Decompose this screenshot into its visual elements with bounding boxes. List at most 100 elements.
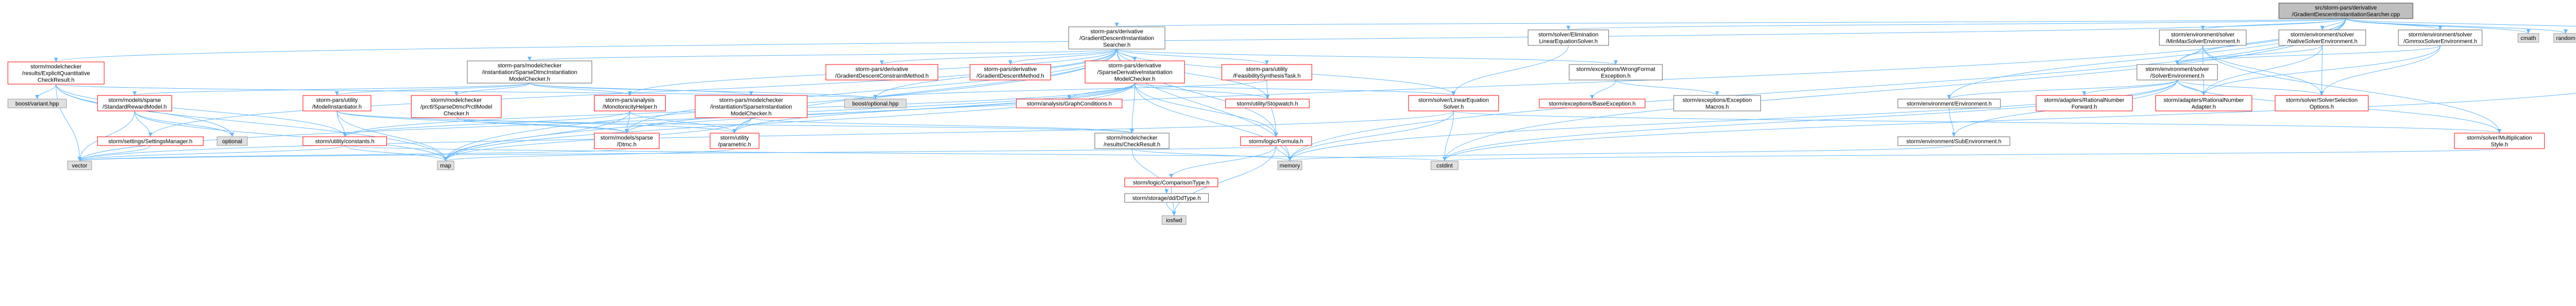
graph-node-checkresult[interactable]: storm/modelchecker/results/CheckResult.h <box>1094 133 1170 149</box>
node-box <box>1897 99 2001 108</box>
graph-node-comparisontype[interactable]: storm/logic/ComparisonType.h <box>1124 178 1218 187</box>
graph-node-ddtype[interactable]: storm/storage/dd/DdType.h <box>1124 193 1209 203</box>
node-label: /GradientDescentConstraintMethod.h <box>835 73 929 79</box>
edge-formulah-to-memory <box>1276 145 1292 162</box>
node-label: /GradientDescentInstantiation <box>1079 36 1154 42</box>
graph-node-sparseinst[interactable]: storm-pars/modelchecker/instantiation/Sp… <box>694 95 808 118</box>
graph-node-stopwatch[interactable]: storm/utility/Stopwatch.h <box>1225 99 1310 108</box>
graph-node-baseexc[interactable]: storm/exceptions/BaseException.h <box>1539 99 1646 108</box>
node-box <box>1539 99 1646 108</box>
node-box <box>1897 136 2010 146</box>
graph-node-native[interactable]: storm/environment/solver/NativeSolverEnv… <box>2278 29 2366 46</box>
node-box <box>2036 95 2133 111</box>
node-label: storm/utility <box>720 135 749 141</box>
graph-node-sparsereward[interactable]: storm/models/sparse/StandardRewardModel.… <box>97 95 172 111</box>
graph-node-variant[interactable]: boost/variant.hpp <box>7 99 67 108</box>
node-label: storm/analysis/GraphConditions.h <box>1027 101 1112 107</box>
node-label: iosfwd <box>1166 218 1182 224</box>
node-label: random <box>2556 36 2575 42</box>
graph-node-cmath[interactable]: cmath <box>2517 33 2539 43</box>
edge-probdtmc-to-dtmch <box>456 117 629 134</box>
node-box <box>2278 29 2366 46</box>
node-label: storm/environment/solver <box>2409 32 2472 38</box>
node-box <box>1569 64 1663 80</box>
edge-gdis-to-stopwatch <box>1116 49 1269 100</box>
node-label: storm/environment/Environment.h <box>1907 101 1992 107</box>
graph-node-gdmethod[interactable]: storm-pars/derivative/GradientDescentMet… <box>970 64 1051 80</box>
graph-node-elim[interactable]: storm/solver/EliminationLinearEquationSo… <box>1528 29 1609 46</box>
edge-checkresult-to-memory <box>1131 148 1292 162</box>
node-label: storm-pars/analysis <box>605 98 655 104</box>
graph-node-envh[interactable]: storm/environment/Environment.h <box>1897 99 2001 108</box>
graph-node-random[interactable]: random <box>2553 33 2576 43</box>
graph-node-feasibility[interactable]: storm-pars/utility/FeasibilitySynthesisT… <box>1222 64 1312 80</box>
edge-root-to-gensettings <box>2345 18 2576 27</box>
edge-gmm-to-rationaladapter <box>2201 45 2441 96</box>
graph-node-dtmch[interactable]: storm/models/sparse/Dtmc.h <box>594 133 659 149</box>
node-label: storm/solver/SolverSelection <box>2286 98 2358 104</box>
graph-node-minmax[interactable]: storm/environment/solver/MinMaxSolverEnv… <box>2159 29 2247 46</box>
graph-node-constants[interactable]: storm/utility/constants.h <box>302 136 387 146</box>
graph-node-explicitquant[interactable]: storm/modelchecker/results/ExplicitQuant… <box>7 61 105 85</box>
graph-node-graphconds[interactable]: storm/analysis/GraphConditions.h <box>1016 99 1123 108</box>
node-label: /GradientDescentInstantiationSearcher.cp… <box>2292 12 2400 18</box>
node-box <box>1094 133 1170 149</box>
node-box <box>2454 133 2545 149</box>
node-label: storm/exceptions/Exception <box>1683 98 1752 104</box>
node-label: boost/optional.hpp <box>852 101 899 107</box>
edge-minmax-to-multstyle <box>2202 45 2502 134</box>
graph-node-formulah[interactable]: storm/logic/Formula.h <box>1240 136 1312 146</box>
node-label: Macros.h <box>1705 104 1728 110</box>
graph-node-gdis[interactable]: storm-pars/derivative/GradientDescentIns… <box>1068 26 1165 50</box>
graph-node-root[interactable]: src/storm-pars/derivative/GradientDescen… <box>2278 3 2413 19</box>
node-label: storm-pars/derivative <box>984 67 1037 73</box>
node-box <box>216 136 248 146</box>
graph-node-modelinst[interactable]: storm-pars/utility/ModelInstantiator.h <box>302 95 371 111</box>
node-label: /MinMaxSolverEnvironment.h <box>2166 39 2240 45</box>
graph-node-optionalhpp[interactable]: boost/optional.hpp <box>844 99 907 108</box>
edge-native-to-solverenv <box>2175 45 2323 65</box>
node-box <box>1225 99 1310 108</box>
graph-node-map[interactable]: map <box>437 160 454 170</box>
node-box <box>594 133 659 149</box>
node-box <box>1673 95 1761 111</box>
edge-monotonicity-to-parametric <box>630 110 737 134</box>
node-label: /ModelInstantiator.h <box>312 104 362 110</box>
graph-node-parametric[interactable]: storm/utility/parametric.h <box>709 133 759 149</box>
node-label: storm-pars/derivative <box>1090 29 1143 35</box>
node-label: storm-pars/modelchecker <box>498 63 562 69</box>
graph-node-sparsedti[interactable]: storm-pars/modelchecker/instantiation/Sp… <box>467 60 592 84</box>
edge-sparsedti-to-optionalhpp <box>529 83 877 100</box>
graph-node-probdtmc[interactable]: storm/modelchecker/prctl/SparseDtmcPrctl… <box>411 95 502 118</box>
node-box <box>1124 193 1209 203</box>
edge-gdis-to-gdmethod <box>1008 49 1117 65</box>
graph-node-linsolver[interactable]: storm/solver/LinearEquationSolver.h <box>1408 95 1499 111</box>
node-label: storm/modelchecker <box>1107 135 1158 141</box>
edge-root-to-memory <box>1287 18 2346 162</box>
graph-node-sparsederiv[interactable]: storm-pars/derivative/SparseDerivativeIn… <box>1084 60 1185 84</box>
graph-node-constraintmethod[interactable]: storm-pars/derivative/GradientDescentCon… <box>825 64 938 80</box>
edge-formulah-to-comparisontype <box>1169 145 1277 179</box>
graph-node-gmm[interactable]: storm/environment/solver/GmmxxSolverEnvi… <box>2398 29 2483 46</box>
graph-node-optional[interactable]: optional <box>216 136 248 146</box>
edge-linsolver-to-multstyle <box>1453 110 2501 134</box>
node-box <box>1277 160 1302 170</box>
edge-monotonicity-to-dtmch <box>624 110 631 134</box>
graph-node-monotonicity[interactable]: storm-pars/analysis/MonotonicityHelper.h <box>594 95 666 111</box>
graph-node-settingsmgr[interactable]: storm/settings/SettingsManager.h <box>97 136 204 146</box>
graph-node-iosfwd[interactable]: iosfwd <box>1162 215 1187 225</box>
graph-node-solverenv[interactable]: storm/environment/solver/SolverEnvironme… <box>2137 64 2218 80</box>
graph-node-subenv[interactable]: storm/environment/SubEnvironment.h <box>1897 136 2010 146</box>
node-box <box>844 99 907 108</box>
graph-node-memory[interactable]: memory <box>1277 160 1302 170</box>
graph-node-vector[interactable]: vector <box>67 160 92 170</box>
graph-node-cstdint[interactable]: cstdint <box>1431 160 1459 170</box>
edge-explicitquant-to-map <box>56 84 448 162</box>
edge-gmm-to-solverenv <box>2175 45 2441 65</box>
